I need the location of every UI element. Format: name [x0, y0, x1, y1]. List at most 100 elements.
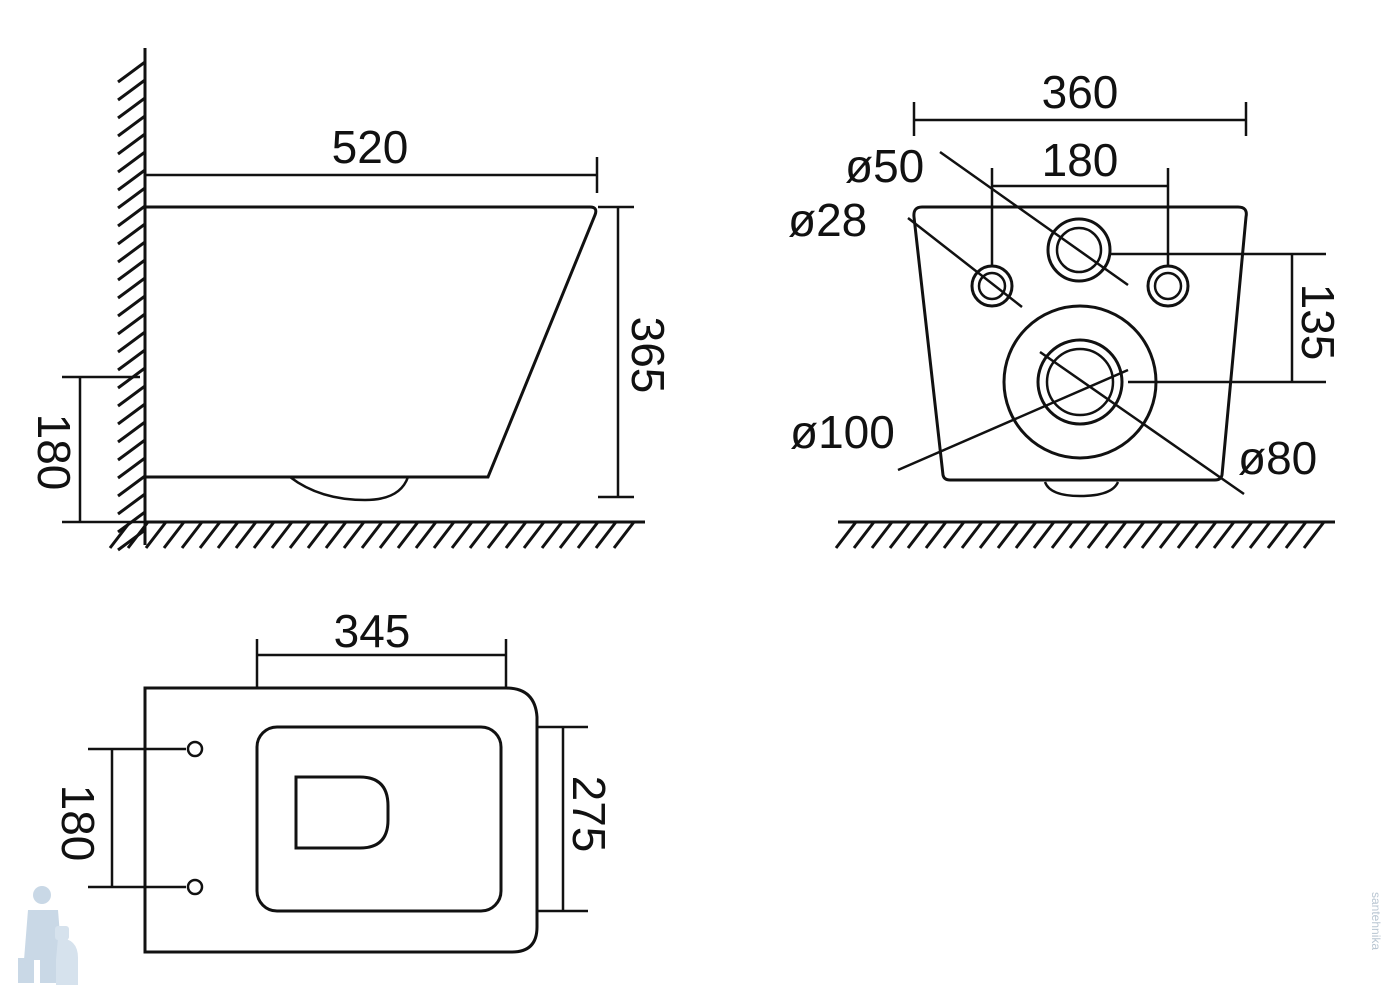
dim-label-360: 360 — [1042, 66, 1119, 118]
hatch-stroke — [117, 456, 146, 480]
hatch-stroke — [117, 240, 146, 264]
hatch-stroke — [414, 521, 438, 549]
hatch-stroke — [216, 521, 240, 549]
hatch-stroke — [960, 521, 984, 549]
hatch-stroke — [468, 521, 492, 549]
hatch-stroke — [117, 492, 146, 516]
hatch-stroke — [162, 521, 186, 549]
hatch-stroke — [117, 60, 146, 84]
seat-bolt-top — [186, 740, 204, 758]
hatch-stroke — [576, 521, 600, 549]
hatch-stroke — [1086, 521, 1110, 549]
floor-hatching — [108, 521, 636, 549]
hatch-stroke — [522, 521, 546, 549]
top-view: 345 275 180 — [52, 605, 615, 954]
toilet-rear-outline — [912, 205, 1248, 482]
hatch-stroke — [996, 521, 1020, 549]
hatch-stroke — [117, 78, 146, 102]
hatch-stroke — [1212, 521, 1236, 549]
leader-dia28 — [907, 217, 1023, 308]
outlet-inner — [1036, 338, 1124, 426]
hatch-stroke — [360, 521, 384, 549]
toilet-rear-foot — [1043, 481, 1120, 498]
hatch-stroke — [117, 258, 146, 282]
hatch-stroke — [1158, 521, 1182, 549]
hatch-stroke — [1266, 521, 1290, 549]
seat-outline — [255, 725, 503, 913]
hatch-stroke — [252, 521, 276, 549]
hatch-stroke — [888, 521, 912, 549]
hatch-stroke — [1032, 521, 1056, 549]
hatch-stroke — [117, 222, 146, 246]
watermark-text: santehnika — [1369, 892, 1383, 950]
hatch-stroke — [117, 168, 146, 192]
hatch-stroke — [1284, 521, 1308, 549]
hatch-stroke — [1248, 521, 1272, 549]
hatch-stroke — [117, 420, 146, 444]
dim-label-180-top: 180 — [52, 785, 104, 862]
side-view: 520 365 180 — [28, 48, 674, 552]
hatch-stroke — [450, 521, 474, 549]
hatch-stroke — [117, 114, 146, 138]
outlet-inner-ring — [1045, 347, 1115, 417]
hatch-stroke — [1122, 521, 1146, 549]
dim-label-180-rear: 180 — [1042, 134, 1119, 186]
leader-dia80 — [1039, 350, 1245, 496]
hatch-stroke — [852, 521, 876, 549]
seat-bolt-bottom — [186, 878, 204, 896]
hatch-stroke — [396, 521, 420, 549]
toilet-foot-curve — [289, 476, 410, 502]
hatch-stroke — [198, 521, 222, 549]
hatch-stroke — [558, 521, 582, 549]
hatch-stroke — [594, 521, 618, 549]
hatch-stroke — [306, 521, 330, 549]
dim-label-520: 520 — [332, 121, 409, 173]
hatch-stroke — [540, 521, 564, 549]
hatch-stroke — [117, 132, 146, 156]
hatch-stroke — [1302, 521, 1326, 549]
label-dia28: ø28 — [788, 194, 867, 246]
hatch-stroke — [924, 521, 948, 549]
hatch-stroke — [117, 96, 146, 120]
hatch-stroke — [978, 521, 1002, 549]
hatch-stroke — [117, 348, 146, 372]
dim-label-135: 135 — [1292, 284, 1344, 361]
rear-view: 360 180 135 ø50 ø28 ø100 ø80 — [788, 66, 1344, 549]
hatch-stroke — [117, 438, 146, 462]
bolt-hole-left-inner — [977, 271, 1007, 301]
hatch-stroke — [117, 204, 146, 228]
hatch-stroke — [117, 294, 146, 318]
hatch-stroke — [234, 521, 258, 549]
hatch-stroke — [486, 521, 510, 549]
hatch-stroke — [342, 521, 366, 549]
hatch-stroke — [324, 521, 348, 549]
hatch-stroke — [117, 312, 146, 336]
hatch-stroke — [1068, 521, 1092, 549]
hatch-stroke — [270, 521, 294, 549]
hatch-stroke — [612, 521, 636, 549]
hatch-stroke — [870, 521, 894, 549]
hatch-stroke — [117, 330, 146, 354]
hatch-stroke — [1176, 521, 1200, 549]
hatch-stroke — [126, 521, 150, 549]
hatch-stroke — [432, 521, 456, 549]
bowl-outline — [294, 775, 390, 850]
dim-label-180-side: 180 — [28, 414, 80, 491]
hatch-stroke — [942, 521, 966, 549]
water-inlet-inner — [1055, 226, 1103, 274]
label-dia50: ø50 — [845, 140, 924, 192]
hatch-stroke — [117, 384, 146, 408]
hatch-stroke — [117, 276, 146, 300]
hatch-stroke — [504, 521, 528, 549]
hatch-stroke — [117, 150, 146, 174]
hatch-stroke — [1140, 521, 1164, 549]
hatch-stroke — [834, 521, 858, 549]
toilet-side-outline — [145, 205, 598, 479]
label-dia80: ø80 — [1238, 432, 1317, 484]
hatch-stroke — [1050, 521, 1074, 549]
bolt-hole-right-inner — [1153, 271, 1183, 301]
leader-dia50 — [939, 150, 1129, 287]
hatch-stroke — [117, 402, 146, 426]
dim-label-365: 365 — [622, 317, 674, 394]
